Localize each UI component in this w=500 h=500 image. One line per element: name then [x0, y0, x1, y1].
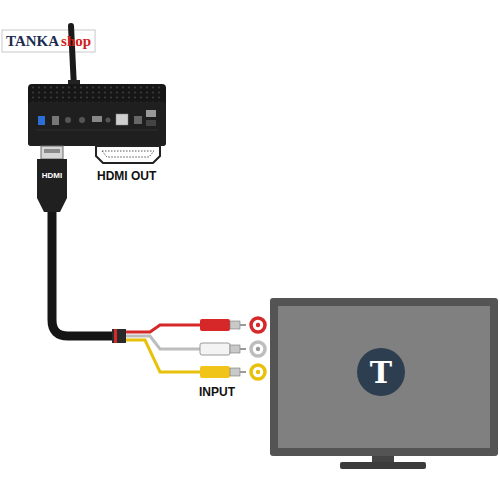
rca-wires — [126, 325, 200, 372]
logo-text: shop — [61, 33, 91, 50]
port-label: HDMI OUT — [97, 170, 156, 183]
cable — [52, 212, 114, 336]
hdmi-plug — [37, 146, 67, 212]
logo-text: TANKA — [6, 33, 59, 50]
television — [270, 298, 498, 469]
media-box — [28, 84, 166, 146]
tv-logo — [357, 348, 405, 396]
rca-jacks — [251, 318, 265, 379]
port-label: INPUT — [199, 386, 235, 399]
splitter — [112, 329, 126, 343]
hdmi-port — [96, 146, 160, 163]
logo-frame — [2, 30, 95, 52]
rca-plugs — [200, 319, 246, 378]
logo-glyph: T — [370, 356, 392, 389]
plug-label: HDMI — [42, 172, 62, 181]
